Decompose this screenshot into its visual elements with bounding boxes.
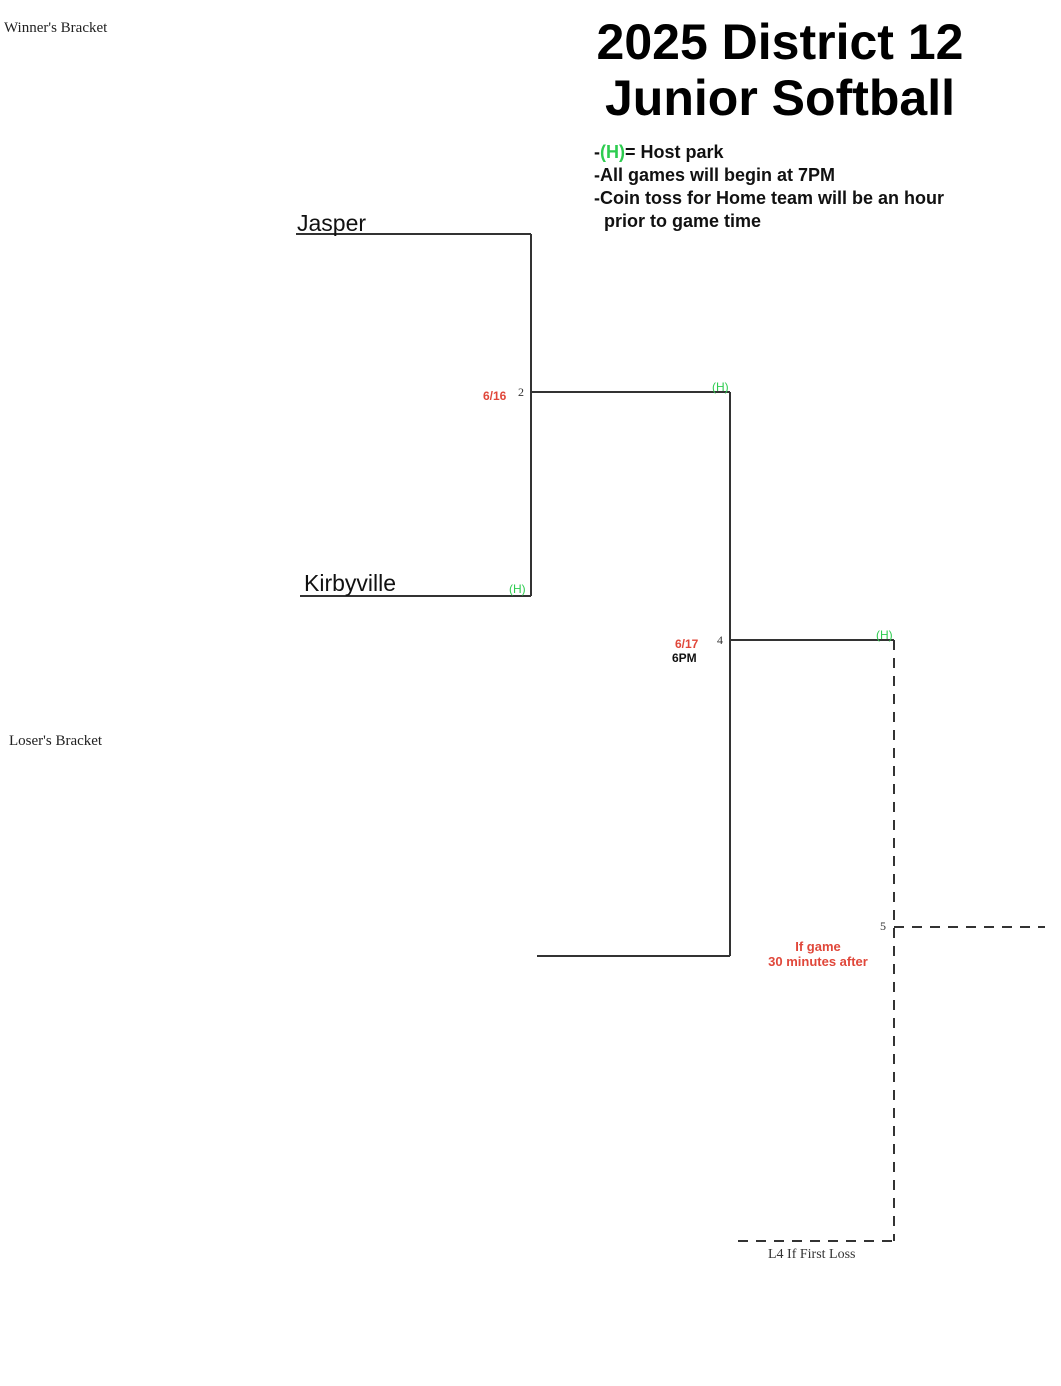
game5-number: 5 (880, 919, 886, 933)
game2-date: 6/16 (483, 389, 507, 403)
team-jasper: Jasper (297, 210, 367, 236)
note-begin-time: -All games will begin at 7PM (594, 165, 836, 185)
winners-bracket-label: Winner's Bracket (4, 20, 108, 36)
game2-winner-host-marker: (H) (712, 380, 729, 394)
page-title: 2025 District 12 Junior Softball (560, 14, 1000, 126)
title-line-1: 2025 District 12 (596, 14, 964, 70)
game2-number: 2 (518, 385, 524, 399)
game5-note: If game 30 minutes after (758, 939, 878, 969)
game4-number: 4 (717, 633, 723, 647)
title-line-2: Junior Softball (605, 70, 955, 126)
losers-bracket-label: Loser's Bracket (9, 733, 103, 749)
game5-note-line-2: 30 minutes after (768, 954, 868, 969)
game4-winner-host-marker: (H) (876, 628, 893, 642)
host-key: (H) (600, 142, 625, 162)
kirbyville-host-marker: (H) (509, 582, 526, 596)
note-coin-toss: -Coin toss for Home team will be an hour (594, 188, 945, 208)
game4-time: 6PM (672, 651, 697, 665)
notes-list: -(H)= Host park -All games will begin at… (594, 141, 944, 233)
note-host: -(H)= Host park (594, 142, 724, 162)
game4-date: 6/17 (675, 637, 699, 651)
note-coin-toss-cont: prior to game time (604, 211, 762, 231)
l4-first-loss-label: L4 If First Loss (768, 1247, 856, 1262)
game5-note-line-1: If game (795, 939, 841, 954)
team-kirbyville: Kirbyville (304, 570, 397, 596)
